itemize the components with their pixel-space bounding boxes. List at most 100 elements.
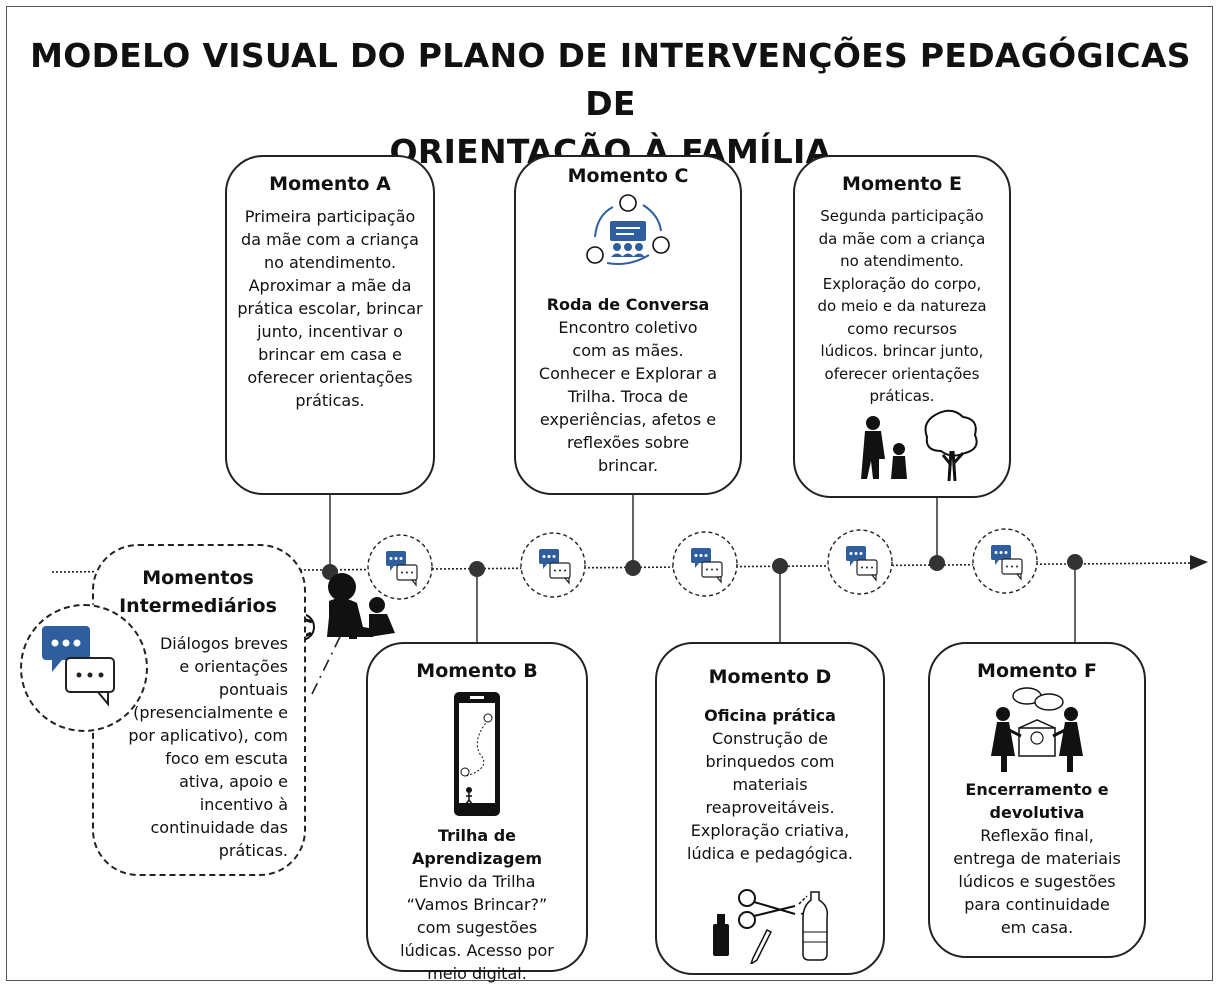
text-line-bold: Encerramento e: [965, 780, 1109, 799]
chat-bubbles-icon: [42, 626, 115, 707]
text-line: brincar em casa e: [258, 345, 402, 364]
text-line-bold: Roda de Conversa: [546, 295, 710, 314]
momento-b-heading: Momento B: [416, 660, 538, 682]
box-momento-e: Momento E Segunda participação da mãe co…: [793, 155, 1011, 498]
text-line: da mãe com a criança: [818, 229, 986, 248]
text-line: junto, incentivar o: [257, 322, 403, 341]
text-line: lúdicos e sugestões: [958, 872, 1116, 891]
text-line: Reflexão final,: [980, 826, 1094, 845]
chat-bubbles-icon: [672, 531, 738, 597]
timeline-dot-f: [1067, 554, 1083, 570]
box-momento-a: Momento A Primeira participação da mãe c…: [225, 155, 435, 641]
text-line: Construção de: [712, 729, 828, 748]
intermediarios-heading: Momentos Intermediários: [94, 564, 288, 620]
text-line: práticas.: [869, 387, 935, 405]
craft-tools-icon: [713, 889, 829, 964]
diagram-frame: [6, 6, 1213, 981]
intermediarios-chat-circle: [20, 604, 148, 732]
text-line: oferecer orientações: [824, 364, 980, 383]
chat-bubbles-icon: [367, 534, 433, 600]
timeline-dot-e: [929, 555, 945, 571]
text-line: Trilha. Troca de: [567, 387, 689, 406]
chat-bubbles-icon: [520, 532, 586, 598]
children-gift-icon: [991, 687, 1083, 772]
momento-f-heading: Momento F: [977, 660, 1097, 682]
text-line-bold: Diálogos breves: [159, 634, 288, 653]
text-line: reflexões sobre: [566, 433, 690, 452]
text-line: com sugestões: [416, 918, 538, 937]
heading-line: Intermediários: [119, 595, 277, 617]
text-line-bold: Oficina prática: [704, 706, 836, 725]
chat-bubbles-icon: [972, 528, 1038, 594]
text-line: lúdicos. brincar junto,: [820, 342, 984, 360]
phone-map-trail-icon: [454, 692, 500, 816]
text-line-bold: Aprendizagem: [412, 849, 542, 868]
momento-c-heading: Momento C: [567, 165, 689, 187]
text-line: em casa.: [1000, 918, 1074, 937]
text-line: prática escolar, brincar: [237, 299, 423, 318]
text-line: Segunda participação: [820, 207, 984, 225]
text-line-bold: pontuais: [218, 680, 288, 699]
text-line: por aplicativo), com: [128, 726, 288, 745]
momento-e-heading: Momento E: [842, 173, 962, 195]
text-line: Aproximar a mãe da: [248, 276, 412, 295]
text-line: ativa, apoio e: [179, 772, 288, 791]
box-momento-d: Momento D Oficina prática Construção de …: [655, 642, 885, 975]
box-momento-f: Momento F Encerramento e devolutiva Refl…: [928, 642, 1146, 958]
text-line: Primeira participação: [244, 207, 416, 226]
intermediarios-text: Diálogos breves e orientações pontuais (…: [94, 632, 288, 862]
heading-line: Momentos: [142, 567, 254, 589]
text-line: Conhecer e Explorar a: [538, 364, 718, 383]
text-line: oferecer orientações: [247, 368, 413, 387]
text-line-bold: Trilha de: [437, 826, 517, 845]
momento-d-text: Oficina prática Construção de brinquedos…: [657, 704, 883, 865]
timeline-dot-b: [469, 561, 485, 577]
momento-c-text: Roda de Conversa Encontro coletivo com a…: [516, 293, 740, 477]
text-line: (presencialmente e: [133, 703, 288, 722]
mother-child-playing-icon: [287, 573, 395, 641]
text-line: brincar.: [597, 456, 659, 475]
text-line: incentivo à: [199, 795, 288, 814]
text-line: brinquedos com: [705, 752, 835, 771]
chat-bubbles-icon: [827, 529, 893, 595]
text-line: práticas.: [295, 391, 365, 410]
momento-d-heading: Momento D: [708, 666, 832, 688]
timeline-dot-c: [625, 560, 641, 576]
text-line: “Vamos Brincar?”: [406, 895, 548, 914]
timeline-dot-d: [772, 558, 788, 574]
text-line: entrega de materiais: [953, 849, 1121, 868]
text-line: reaproveitáveis.: [705, 798, 835, 817]
text-line: no atendimento.: [263, 253, 397, 272]
momento-a-text: Primeira participação da mãe com a crian…: [227, 205, 433, 412]
text-line: Exploração criativa,: [690, 821, 850, 840]
title-line-1: MODELO VISUAL DO PLANO DE INTERVENÇÕES P…: [30, 36, 1191, 123]
text-line: com as mães.: [572, 341, 684, 360]
text-line: foco em escuta: [165, 749, 288, 768]
text-line: lúdica e pedagógica.: [687, 844, 853, 863]
text-line: do meio e da natureza: [817, 297, 987, 315]
text-line: como recursos: [847, 319, 957, 338]
text-line-bold: devolutiva: [989, 803, 1085, 822]
text-line: da mãe com a criança: [241, 230, 419, 249]
text-line: Envio da Trilha: [418, 872, 536, 891]
text-line: Encontro coletivo: [558, 318, 698, 337]
box-momento-b: Momento B Trilha de Aprendizagem Envio d…: [366, 642, 588, 983]
text-line: continuidade das: [150, 818, 288, 837]
momento-f-text: Encerramento e devolutiva Reflexão final…: [930, 778, 1144, 939]
text-line: Exploração do corpo,: [822, 274, 982, 293]
mother-child-tree-icon: [861, 409, 978, 482]
text-line: materiais: [732, 775, 808, 794]
text-line: meio digital.: [427, 964, 527, 983]
text-line: no atendimento.: [840, 252, 964, 270]
momento-e-text: Segunda participação da mãe com a crianç…: [795, 205, 1009, 408]
momento-b-text: Trilha de Aprendizagem Envio da Trilha “…: [368, 824, 586, 985]
text-line: práticas.: [218, 841, 288, 860]
text-line: para continuidade: [964, 895, 1110, 914]
box-momento-c: Momento C Roda de Conversa Encontro cole…: [514, 155, 742, 495]
text-line: lúdicas. Acesso por: [400, 941, 554, 960]
text-line: experiências, afetos e: [539, 410, 717, 429]
diagram-title: MODELO VISUAL DO PLANO DE INTERVENÇÕES P…: [20, 32, 1201, 176]
momento-a-heading: Momento A: [269, 173, 391, 195]
conversation-circle-icon: [586, 194, 670, 265]
